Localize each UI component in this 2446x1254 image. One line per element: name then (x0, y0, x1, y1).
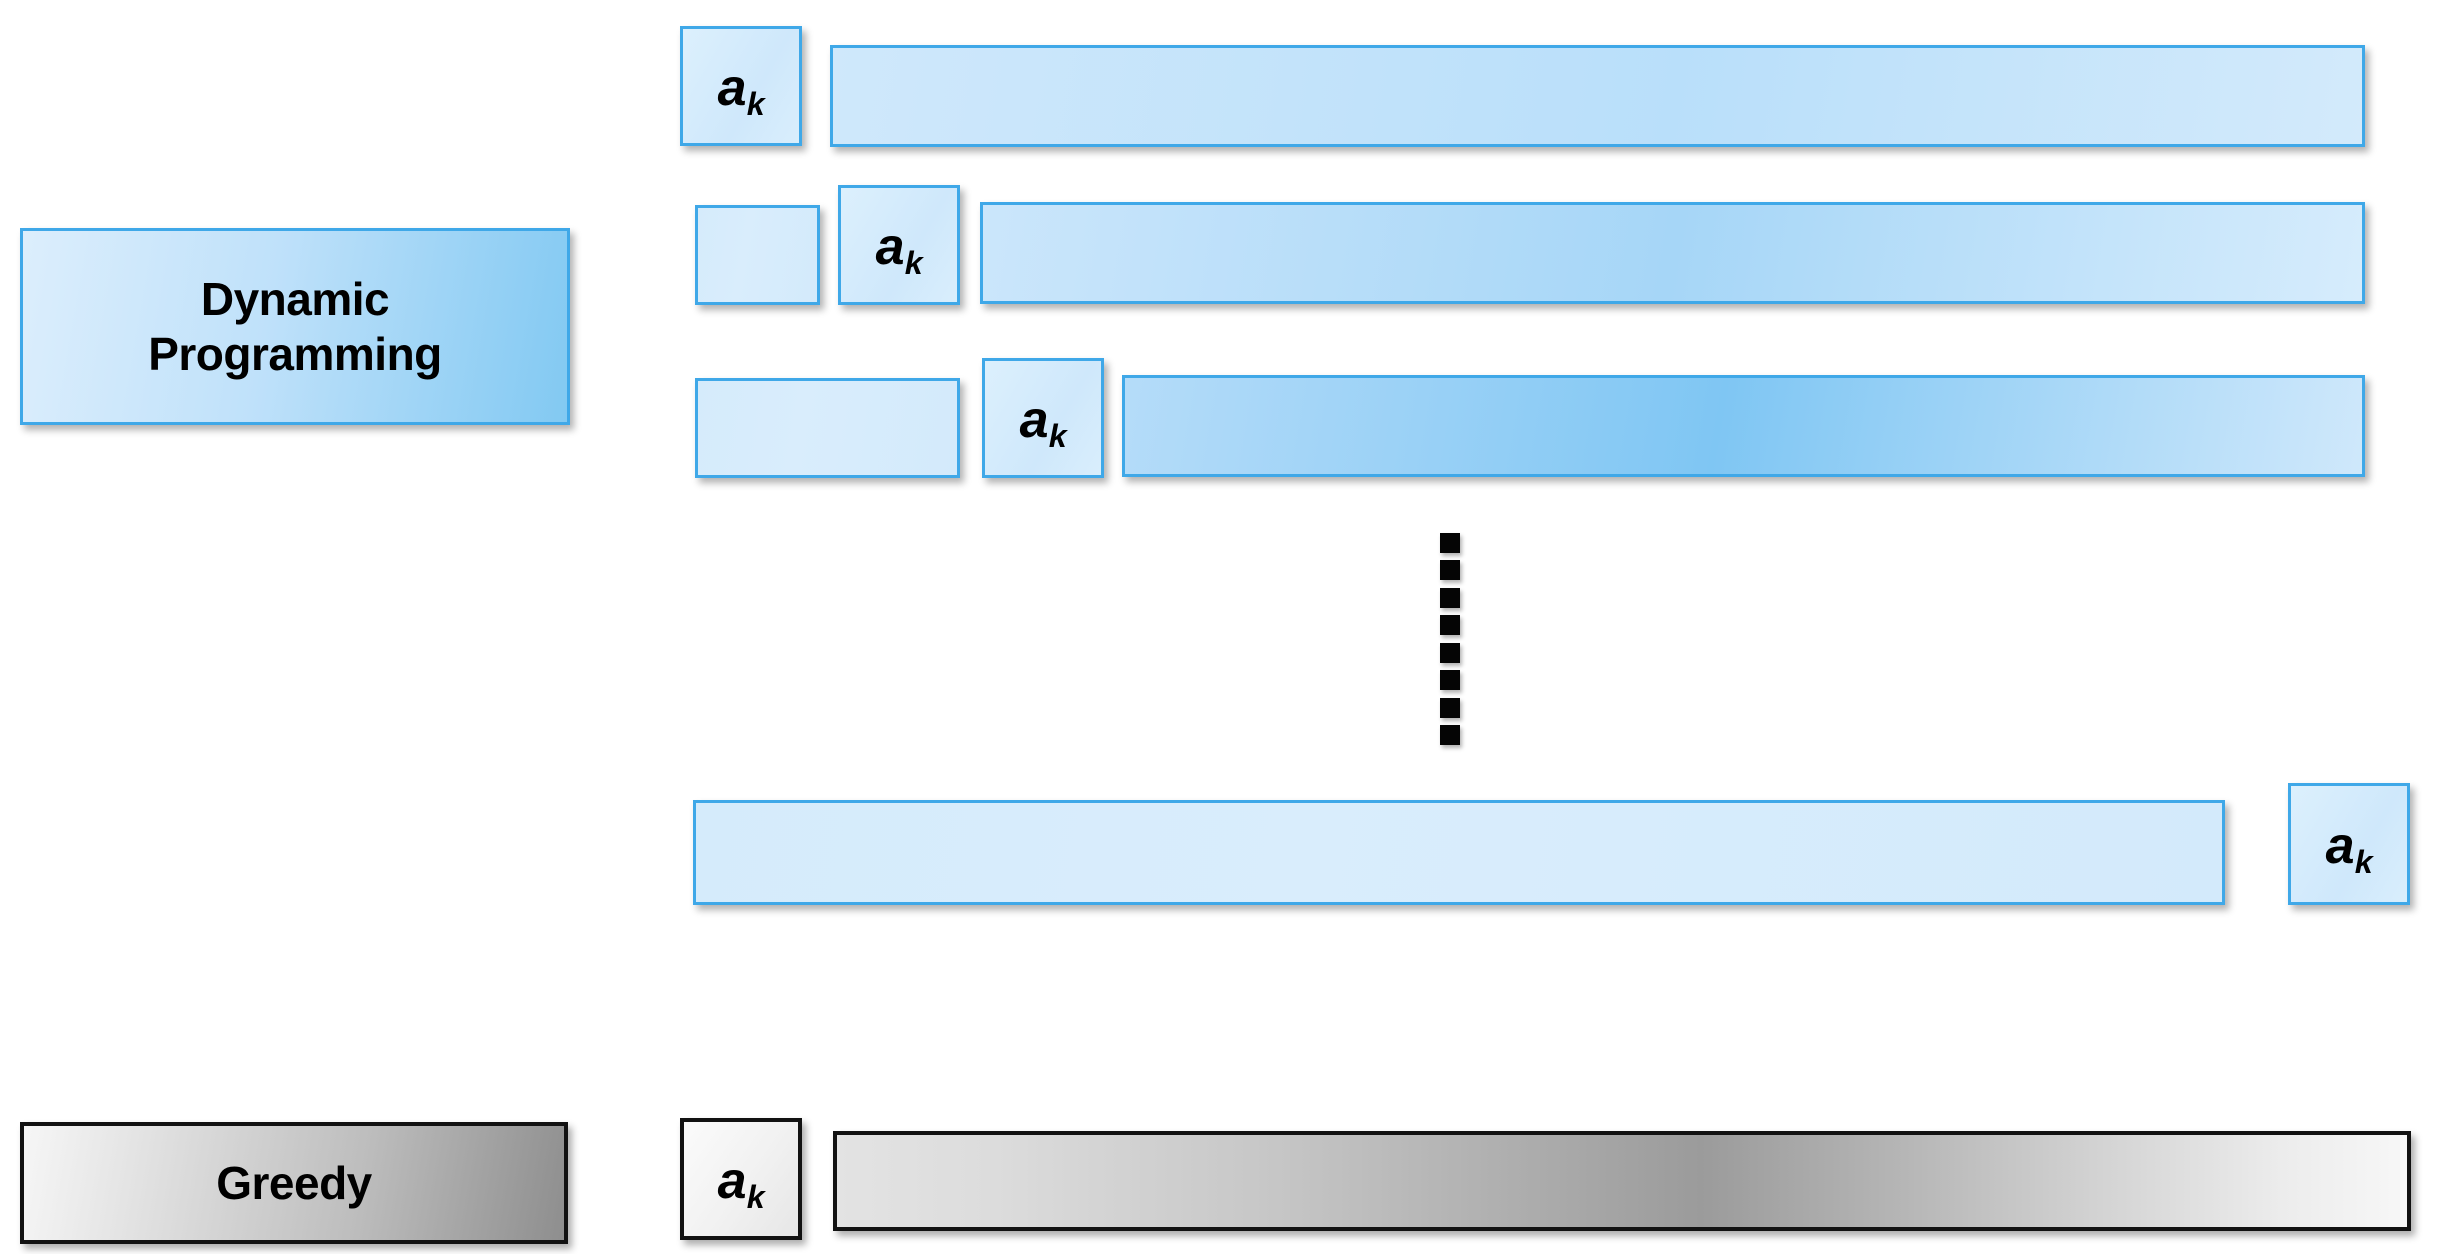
row-3-prefix-box (695, 378, 960, 478)
ellipsis-dot (1440, 670, 1460, 691)
greedy-label-line1: Greedy (216, 1156, 372, 1209)
ellipsis-dot (1440, 697, 1460, 718)
row-3-subproblem-bar (1122, 375, 2365, 477)
greedy-label: Greedy (20, 1122, 568, 1244)
ellipsis-dot (1440, 533, 1460, 553)
dp-label-line2: Programming (148, 327, 442, 380)
ellipsis-dot (1440, 724, 1460, 745)
greedy-subproblem-bar (833, 1131, 2411, 1231)
ak-token: ak (717, 1152, 765, 1215)
ak-token: ak (717, 59, 765, 122)
dynamic-programming-label: Dynamic Programming (20, 228, 570, 425)
ak-token: ak (1019, 391, 1067, 454)
ellipsis-dot (1440, 642, 1460, 663)
ak-token: ak (2325, 817, 2373, 880)
ellipsis-dot (1440, 615, 1460, 636)
row-2-ak-box: ak (838, 185, 960, 305)
row-1-subproblem-bar (830, 45, 2365, 147)
row-3-ak-box: ak (982, 358, 1104, 478)
row-1-ak-box: ak (680, 26, 802, 146)
ak-token: ak (875, 218, 923, 281)
dp-label-line1: Dynamic (200, 273, 390, 326)
row-last-ak-box: ak (2288, 783, 2410, 905)
row-2-subproblem-bar (980, 202, 2365, 304)
ellipsis-dot (1440, 587, 1460, 608)
vertical-ellipsis-icon (1438, 533, 1462, 745)
row-last-subproblem-bar (693, 800, 2225, 905)
row-2-prefix-box (695, 205, 820, 305)
greedy-ak-box: ak (680, 1118, 802, 1240)
ellipsis-dot (1440, 560, 1460, 581)
